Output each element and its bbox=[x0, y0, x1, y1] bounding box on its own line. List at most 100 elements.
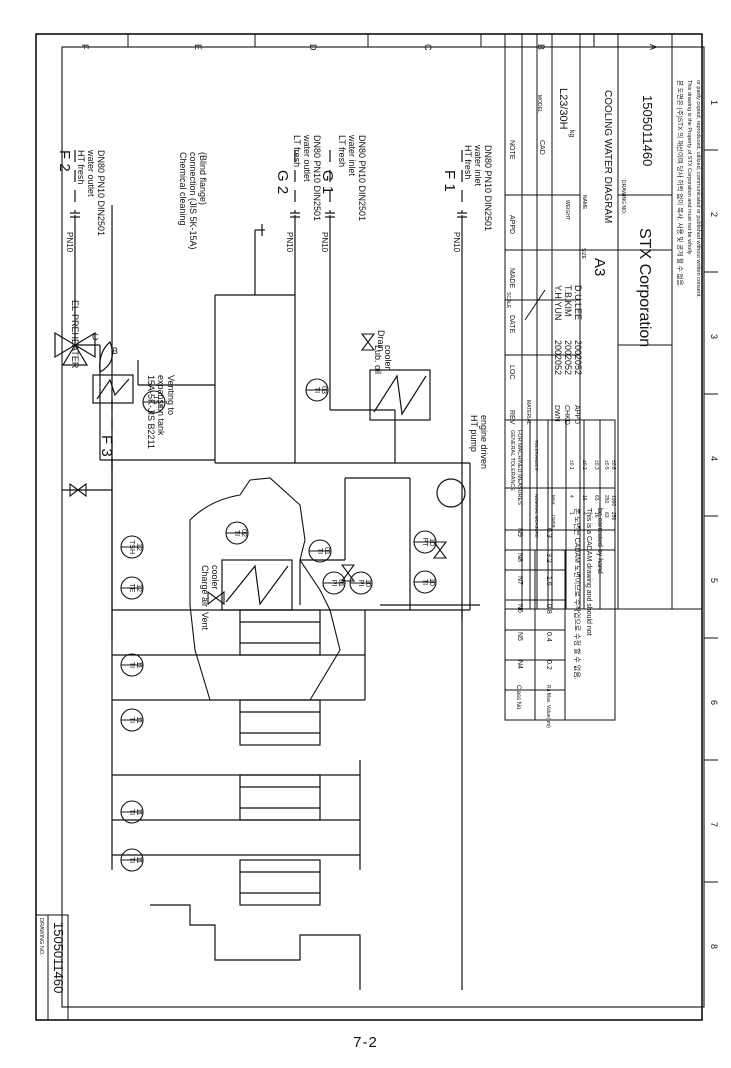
svg-text:DN80 PN10 DIN2501: DN80 PN10 DIN2501 bbox=[96, 150, 106, 236]
svg-text:250: 250 bbox=[603, 495, 609, 504]
zone-number-6: 6 bbox=[709, 700, 719, 705]
zone-letter-c: C bbox=[423, 44, 433, 51]
svg-text:Y.H.YUN: Y.H.YUN bbox=[553, 285, 563, 320]
svg-text:±0.3: ±0.3 bbox=[593, 460, 599, 470]
svg-text:APPD: APPD bbox=[573, 405, 580, 424]
svg-text:water outlet: water outlet bbox=[86, 149, 96, 197]
svg-text:MATERIAL: MATERIAL bbox=[525, 400, 531, 425]
title-block: NOTE MODEL L23/30H CAD WEIGHT kg NAME CO… bbox=[505, 80, 701, 728]
svg-text:CHKD: CHKD bbox=[563, 405, 570, 425]
inner-frame bbox=[61, 46, 705, 1008]
svg-text:F 2: F 2 bbox=[56, 150, 73, 172]
svg-text:15A-5K-JIS B2211: 15A-5K-JIS B2211 bbox=[146, 375, 156, 449]
svg-text:1.6: 1.6 bbox=[545, 576, 552, 586]
svg-text:TOLERANCES: TOLERANCES bbox=[534, 440, 539, 470]
svg-text:TI: TI bbox=[313, 387, 320, 393]
svg-text:water inlet: water inlet bbox=[473, 144, 483, 187]
svg-text:±0.1: ±0.1 bbox=[568, 460, 574, 470]
svg-text:01: 01 bbox=[323, 547, 330, 555]
connection-f1: F 1 HT fresh water inlet DN80 PN10 DIN25… bbox=[441, 144, 493, 231]
svg-text:10: 10 bbox=[364, 579, 371, 587]
piping bbox=[62, 205, 480, 990]
svg-text:4: 4 bbox=[568, 495, 574, 498]
flange-marks bbox=[70, 212, 467, 218]
svg-text:TI: TI bbox=[233, 530, 240, 536]
svg-text:N9: N9 bbox=[516, 528, 523, 537]
svg-text:MODEL: MODEL bbox=[536, 95, 542, 113]
svg-text:F 1: F 1 bbox=[441, 170, 458, 192]
svg-text:4: 4 bbox=[581, 512, 587, 515]
svg-text:G 1: G 1 bbox=[319, 170, 336, 194]
svg-text:be corrected by hand: be corrected by hand bbox=[596, 508, 603, 574]
svg-text:CAD: CAD bbox=[538, 140, 545, 155]
zone-number-2: 2 bbox=[709, 212, 719, 217]
svg-text:01: 01 bbox=[337, 579, 344, 587]
svg-text:16: 16 bbox=[581, 495, 587, 501]
bottom-structure bbox=[150, 904, 361, 990]
svg-text:Class No: Class No bbox=[515, 685, 521, 710]
drain-label: Drain bbox=[376, 330, 386, 352]
svg-text:D.U.LEE: D.U.LEE bbox=[573, 285, 583, 320]
zone-letter-b: B bbox=[536, 44, 546, 50]
svg-text:1505011460: 1505011460 bbox=[51, 922, 66, 993]
svg-text:(Blind flange): (Blind flange) bbox=[198, 152, 208, 205]
svg-text:DATE: DATE bbox=[508, 315, 515, 333]
zone-number-5: 5 bbox=[709, 578, 719, 583]
svg-text:본 도면은 CADAM 도면이므로 수작업으로 수정 할 수: 본 도면은 CADAM 도면이므로 수작업으로 수정 할 수 없음. bbox=[573, 508, 582, 680]
svg-text:2002052: 2002052 bbox=[573, 340, 583, 375]
svg-text:SCALE: SCALE bbox=[505, 292, 511, 309]
svg-text:water outlet: water outlet bbox=[302, 134, 312, 182]
svg-text:HT fresh: HT fresh bbox=[463, 145, 473, 179]
svg-text:TI: TI bbox=[421, 579, 428, 585]
svg-text:TSH: TSH bbox=[128, 540, 135, 554]
svg-text:Venting to: Venting to bbox=[166, 375, 176, 415]
tb-model: L23/30H bbox=[557, 88, 569, 130]
zone-number-7: 7 bbox=[709, 822, 719, 827]
svg-text:0.4: 0.4 bbox=[545, 632, 552, 642]
three-way-valve bbox=[54, 331, 113, 373]
svg-text:11: 11 bbox=[135, 856, 142, 863]
svg-text:본 도면은 (주)STX 의 재산이며 당사 허락 없이 복: 본 도면은 (주)STX 의 재산이며 당사 허락 없이 복사, 사용 및 공개… bbox=[676, 80, 685, 288]
svg-text:2002052: 2002052 bbox=[563, 340, 573, 375]
svg-text:TI: TI bbox=[128, 717, 135, 723]
tb-company: STX Corporation bbox=[636, 228, 653, 347]
svg-text:HT fresh: HT fresh bbox=[76, 150, 86, 184]
zone-letter-f: F bbox=[80, 44, 90, 50]
svg-text:TS: TS bbox=[152, 396, 159, 405]
svg-text:DN80 PN10 DIN2501: DN80 PN10 DIN2501 bbox=[357, 135, 367, 221]
svg-text:GENERAL TOLERANCE: GENERAL TOLERANCE bbox=[509, 430, 515, 491]
tb-size: A3 bbox=[591, 258, 608, 276]
svg-text:N7: N7 bbox=[516, 576, 523, 585]
svg-text:12: 12 bbox=[135, 543, 142, 551]
svg-text:PN10: PN10 bbox=[65, 232, 74, 253]
cylinder-blocks bbox=[239, 609, 321, 906]
svg-text:PN10: PN10 bbox=[320, 232, 329, 253]
connection-f2: F 2 HT fresh water outlet DN80 PN10 DIN2… bbox=[56, 149, 106, 236]
page-number: 7-2 bbox=[353, 1034, 378, 1051]
svg-text:expansion tank: expansion tank bbox=[156, 375, 166, 436]
svg-text:T.B.KIM: T.B.KIM bbox=[563, 285, 573, 317]
svg-text:water inlet: water inlet bbox=[347, 134, 357, 177]
small-valves bbox=[69, 333, 448, 606]
svg-text:Ra Max. Value(μm): Ra Max. Value(μm) bbox=[545, 685, 551, 728]
svg-text:10: 10 bbox=[428, 578, 435, 586]
svg-text:11: 11 bbox=[135, 716, 142, 723]
svg-text:LOC: LOC bbox=[508, 365, 515, 379]
lub-oil-label: Lub. oil bbox=[373, 345, 383, 374]
svg-text:SIZE: SIZE bbox=[580, 248, 586, 260]
svg-text:DN80 PN10 DIN2501: DN80 PN10 DIN2501 bbox=[483, 145, 493, 231]
ht-pump-label: HT pump bbox=[469, 415, 479, 452]
svg-text:NAME: NAME bbox=[581, 195, 587, 210]
svg-text:F 3: F 3 bbox=[98, 435, 115, 457]
svg-text:DN80 PN10 DIN2501: DN80 PN10 DIN2501 bbox=[312, 135, 322, 221]
svg-text:3.2: 3.2 bbox=[545, 553, 552, 563]
valve-port-c: C bbox=[92, 332, 99, 342]
svg-text:DWN: DWN bbox=[553, 405, 560, 422]
svg-text:or partly copied, reproduced,: or partly copied, reproduced, utilized, … bbox=[695, 80, 701, 298]
instrument-circles bbox=[120, 378, 437, 872]
svg-text:G 2: G 2 bbox=[274, 170, 291, 194]
connection-g1: G 1 LT fresh water inlet DN80 PN10 DIN25… bbox=[319, 134, 367, 221]
svg-text:1: 1 bbox=[568, 512, 574, 515]
tb-note: NOTE bbox=[508, 140, 515, 160]
